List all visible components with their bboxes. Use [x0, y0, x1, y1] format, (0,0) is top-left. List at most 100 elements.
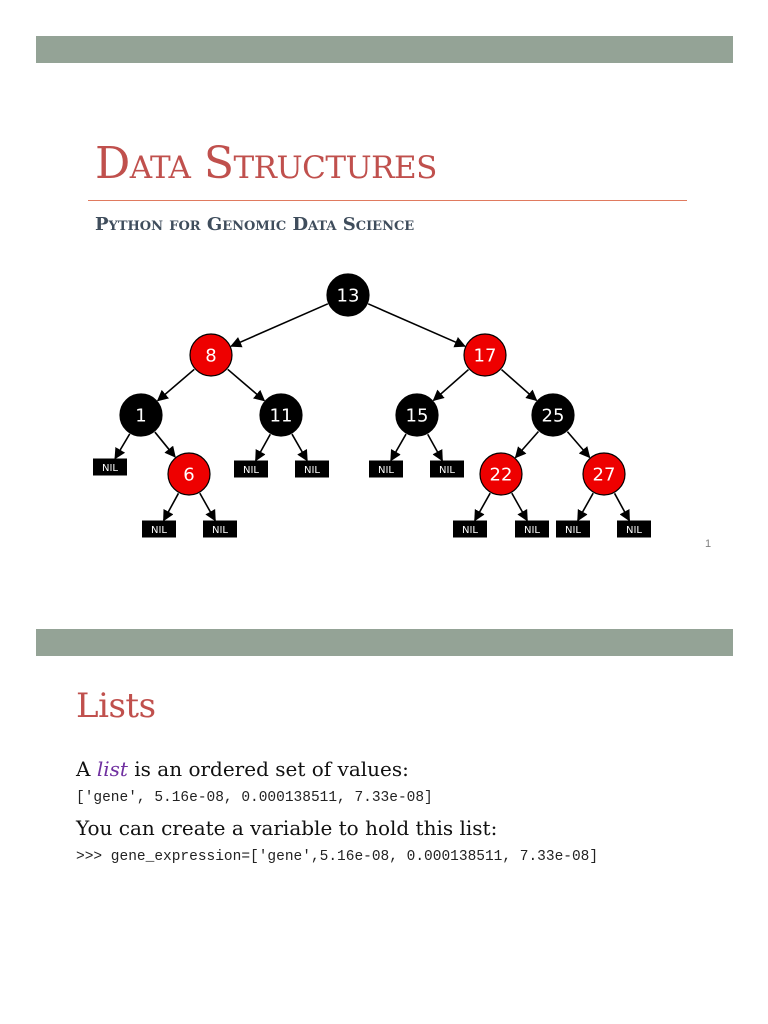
nil-leaf-box — [369, 460, 403, 478]
tree-node-1: 1 — [119, 393, 163, 437]
tree-edge-n11-nil3 — [291, 433, 308, 462]
list-literal-code: ['gene', 5.16e-08, 0.000138511, 7.33e-08… — [76, 790, 433, 806]
tree-node-6: 6 — [167, 452, 211, 496]
tree-edge-n8-n11 — [227, 368, 266, 402]
nil-leaf-box — [453, 520, 487, 538]
tree-node-circle — [259, 393, 303, 437]
tree-edge-n25-n22 — [514, 430, 540, 459]
tree-node-11: 11 — [259, 393, 303, 437]
tree-edge-n6-nil6 — [162, 492, 180, 522]
nil-leaf-label: NIL — [151, 525, 167, 536]
tree-node-circle — [479, 452, 523, 496]
tree-node-label: 13 — [337, 286, 360, 307]
tree-node-circle — [167, 452, 211, 496]
tree-node-label: 8 — [205, 346, 216, 367]
tree-node-circle — [395, 393, 439, 437]
tree-node-label: 27 — [593, 465, 616, 486]
nil-leaf: NIL — [295, 460, 329, 478]
tree-edge-n25-n27 — [566, 431, 591, 459]
nil-leaf-box — [93, 458, 127, 476]
nil-leaf: NIL — [515, 520, 549, 538]
slide-subtitle: Python for Genomic Data Science — [95, 214, 415, 235]
tree-edge-n13-n8 — [230, 303, 329, 348]
nil-leaf-label: NIL — [565, 525, 581, 536]
nil-leaf-box — [515, 520, 549, 538]
tree-node-label: 22 — [490, 465, 513, 486]
nil-leaf-box — [234, 460, 268, 478]
nil-leaf-label: NIL — [212, 525, 228, 536]
nil-leaf-box — [142, 520, 176, 538]
nil-leaf: NIL — [369, 460, 403, 478]
tree-edge-n6-nil7 — [199, 492, 216, 522]
slide-2: Lists A list is an ordered set of values… — [0, 600, 768, 1024]
nil-leaf: NIL — [617, 520, 651, 538]
nil-leaf-label: NIL — [462, 525, 478, 536]
tree-node-label: 11 — [270, 406, 293, 427]
tree-edge-n17-n25 — [500, 368, 538, 402]
tree-edge-n13-n17 — [367, 303, 466, 348]
nil-leaf-box — [203, 520, 237, 538]
tree-node-circle — [119, 393, 163, 437]
nil-leaf-label: NIL — [439, 465, 455, 476]
slide-1: Data Structures Python for Genomic Data … — [36, 36, 733, 550]
list-definition: A list is an ordered set of values: — [76, 757, 409, 781]
tree-edge-n27-nil11 — [613, 492, 631, 522]
tree-edge-n8-n1 — [156, 368, 195, 402]
nil-leaf: NIL — [234, 460, 268, 478]
nil-leaf-label: NIL — [524, 525, 540, 536]
tree-node-13: 13 — [326, 273, 370, 317]
nil-leaf-box — [430, 460, 464, 478]
definition-prefix: A — [76, 757, 97, 781]
tree-node-circle — [463, 333, 507, 377]
tree-node-circle — [531, 393, 575, 437]
slide-title: Data Structures — [95, 138, 437, 189]
tree-node-circle — [189, 333, 233, 377]
nil-leaf: NIL — [453, 520, 487, 538]
tree-edge-n11-nil2 — [255, 433, 272, 462]
variable-instruction: You can create a variable to hold this l… — [76, 816, 498, 840]
tree-node-22: 22 — [479, 452, 523, 496]
tree-node-label: 6 — [183, 465, 194, 486]
tree-node-8: 8 — [189, 333, 233, 377]
tree-edge-n15-nil4 — [390, 433, 407, 462]
list-term: list — [96, 757, 128, 781]
nil-leaf-label: NIL — [243, 465, 259, 476]
nil-leaf-box — [617, 520, 651, 538]
slide-heading: Lists — [76, 686, 156, 726]
tree-node-circle — [326, 273, 370, 317]
tree-node-17: 17 — [463, 333, 507, 377]
nil-leaf-label: NIL — [626, 525, 642, 536]
tree-node-15: 15 — [395, 393, 439, 437]
nil-leaf-label: NIL — [304, 465, 320, 476]
title-underline — [88, 200, 687, 201]
assignment-code: >>> gene_expression=['gene',5.16e-08, 0.… — [76, 849, 599, 865]
page-number: 1 — [705, 538, 712, 550]
tree-edge-n22-nil8 — [474, 492, 491, 522]
tree-node-27: 27 — [582, 452, 626, 496]
tree-edge-n22-nil9 — [511, 492, 528, 522]
nil-leaf: NIL — [142, 520, 176, 538]
tree-node-label: 17 — [474, 346, 497, 367]
nil-leaf: NIL — [93, 458, 127, 476]
tree-node-label: 15 — [406, 406, 429, 427]
tree-node-25: 25 — [531, 393, 575, 437]
nil-leaf-label: NIL — [102, 463, 118, 474]
nil-leaf-label: NIL — [378, 465, 394, 476]
nil-leaf: NIL — [556, 520, 590, 538]
tree-edge-n15-nil5 — [426, 433, 443, 462]
header-bar — [36, 629, 733, 656]
tree-node-label: 1 — [135, 406, 146, 427]
header-bar — [36, 36, 733, 63]
tree-edge-n27-nil10 — [577, 492, 594, 522]
definition-suffix: is an ordered set of values: — [127, 757, 409, 781]
tree-edge-n1-nil1 — [114, 433, 131, 460]
nil-leaf: NIL — [430, 460, 464, 478]
tree-edge-n17-n15 — [432, 368, 470, 402]
tree-node-circle — [582, 452, 626, 496]
tree-edge-n1-n6 — [154, 431, 176, 458]
nil-leaf: NIL — [203, 520, 237, 538]
nil-leaf-box — [556, 520, 590, 538]
nil-leaf-box — [295, 460, 329, 478]
tree-node-label: 25 — [542, 406, 565, 427]
